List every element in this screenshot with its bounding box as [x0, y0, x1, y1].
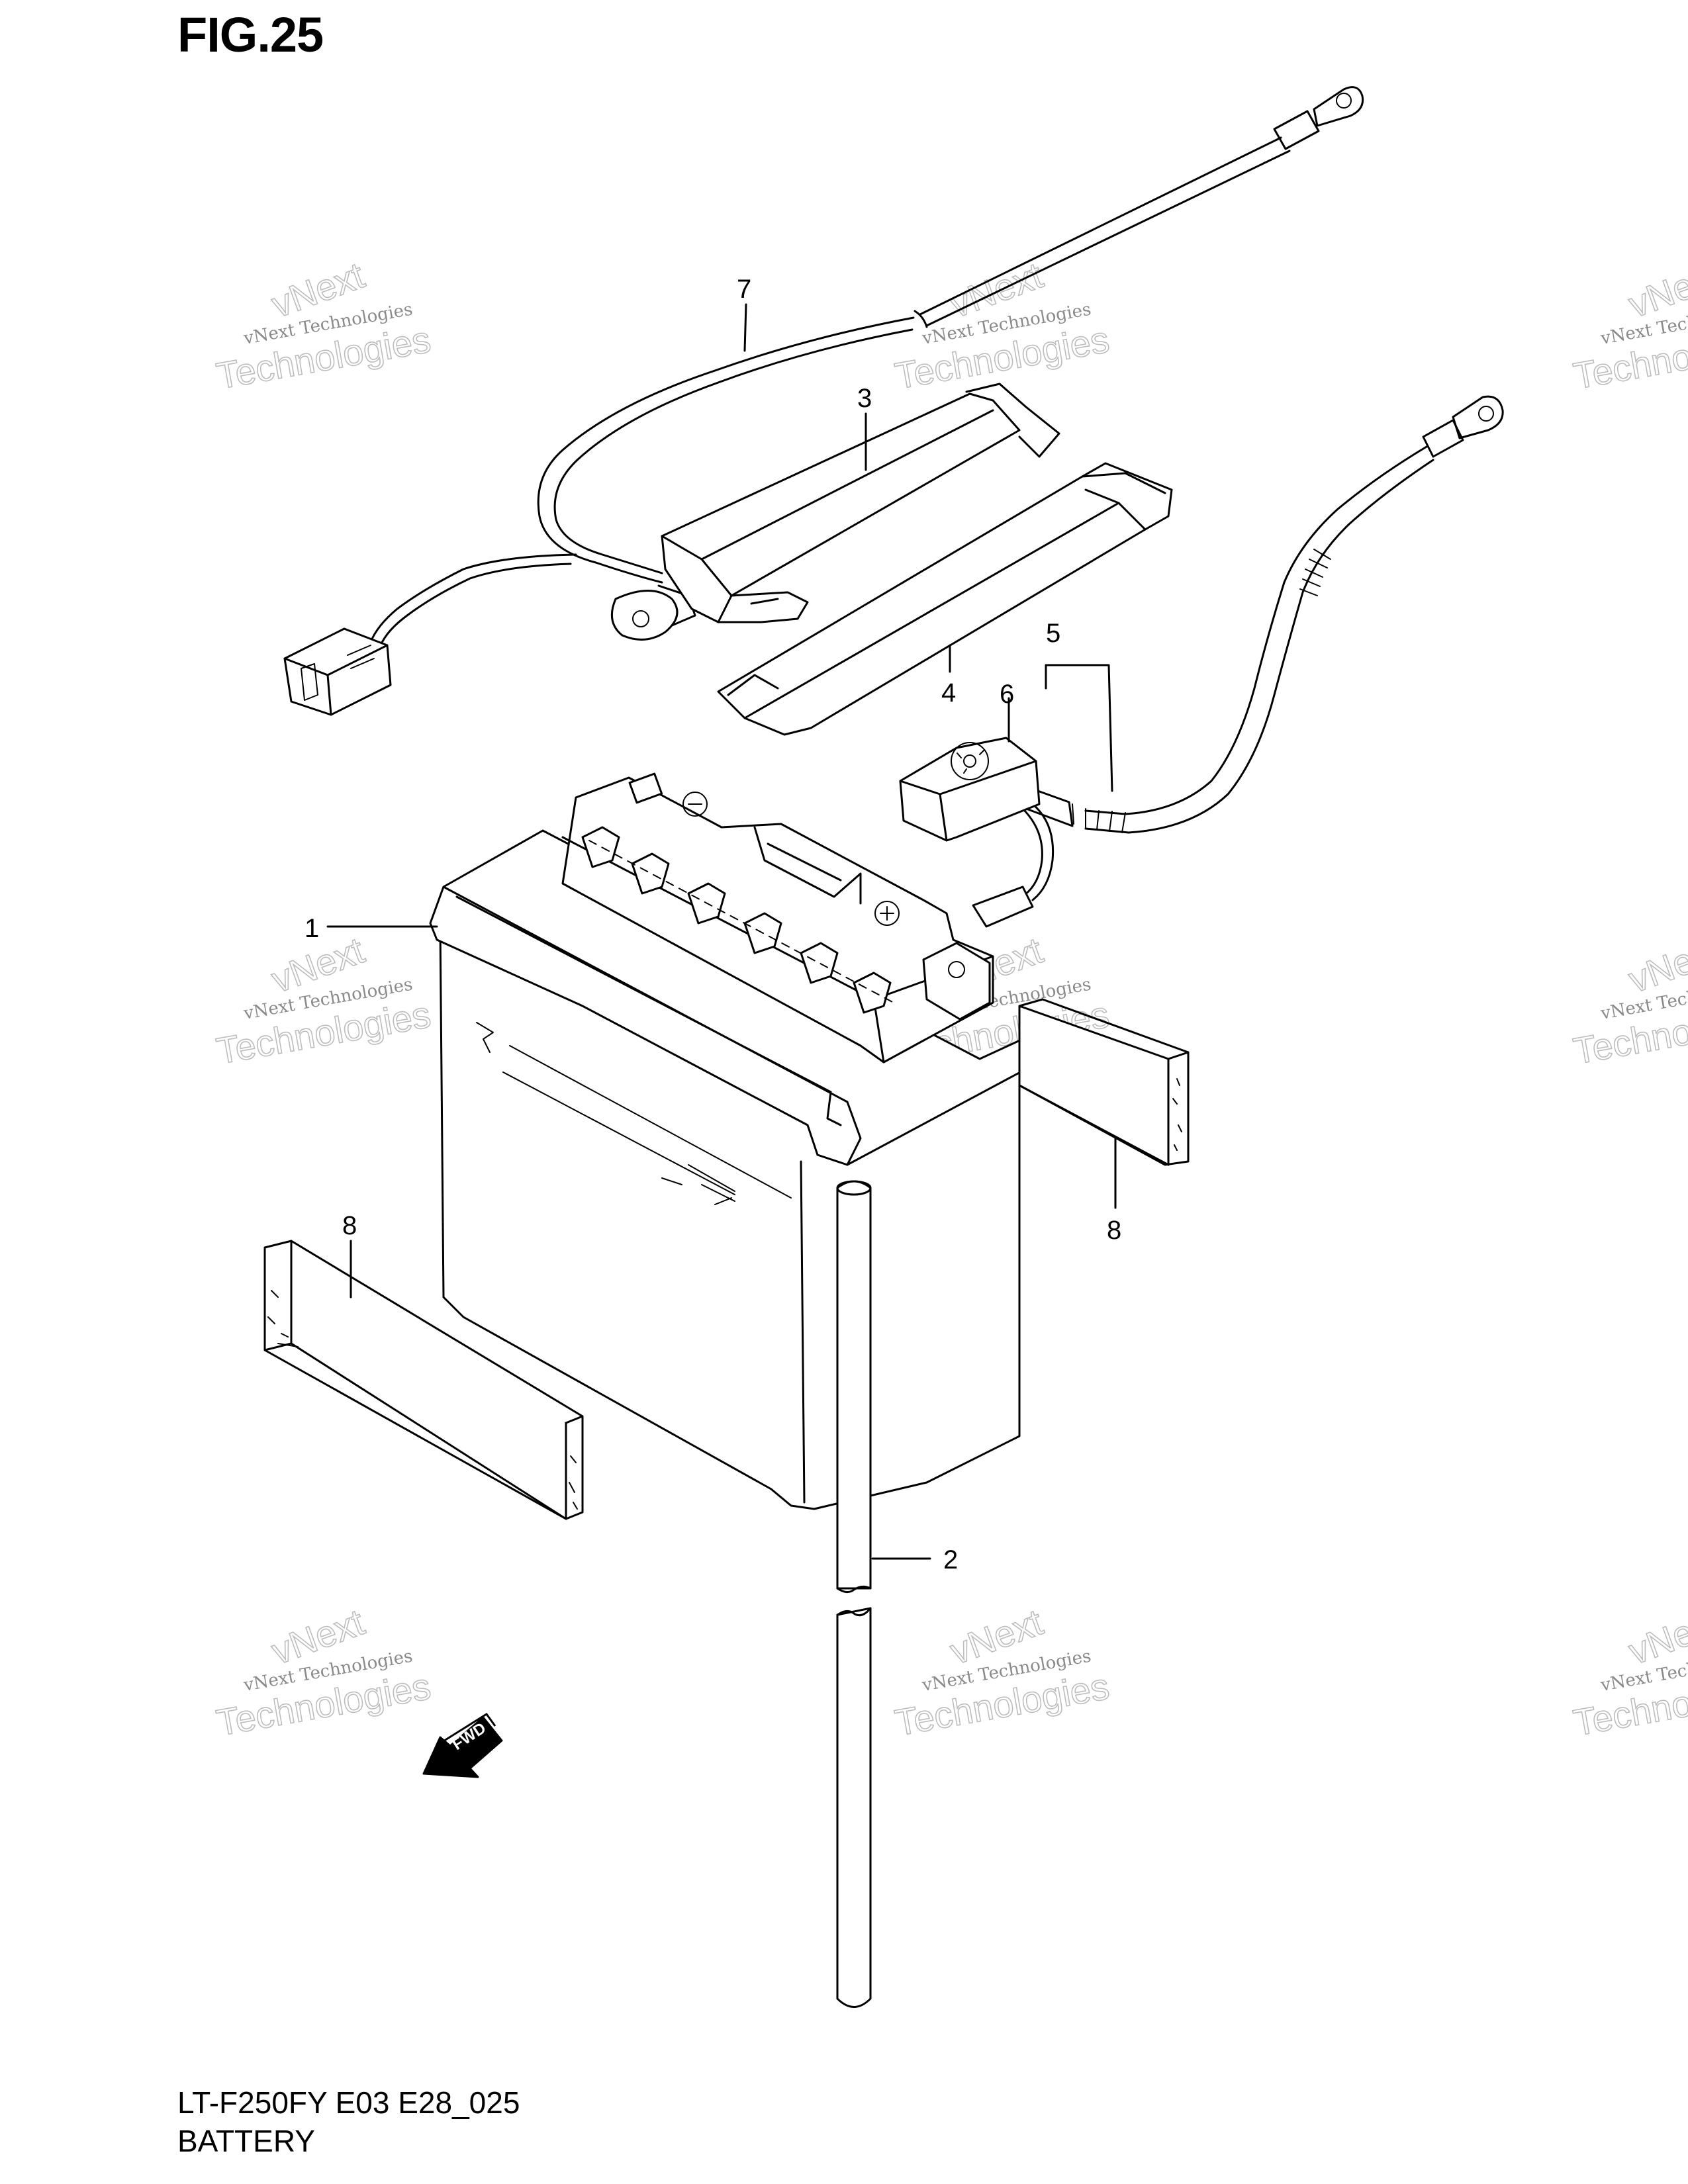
callout-6: 6: [1000, 680, 1014, 709]
part-8-pad-left: [263, 1240, 584, 1520]
watermark: vNext Technologies Technologies vNext: [892, 1600, 1113, 1745]
callout-7: 7: [737, 275, 751, 304]
callout-1: 1: [305, 914, 319, 943]
model-code: LT-F250FY E03 E28_025: [177, 2085, 520, 2120]
part-4-battery-strap: [717, 462, 1173, 736]
section-name: BATTERY: [177, 2124, 315, 2158]
part-2-breather-hose: [836, 1180, 872, 2008]
fwd-arrow: FWD: [422, 1712, 503, 1778]
part-7-negative-cable: [283, 86, 1364, 716]
part-1-battery: [429, 772, 1034, 1510]
callout-8-right: 8: [1107, 1216, 1121, 1245]
part-8-pad-right: [1018, 998, 1190, 1166]
callout-2: 2: [943, 1545, 958, 1574]
watermark: vNext Technologies Technologies vNext: [213, 929, 434, 1073]
watermark: vNext Technologies Technologies vNext: [213, 253, 434, 398]
part-3-battery-strap: [661, 383, 1060, 623]
callout-labels: 7 3 4 5 6 1 2 8 8: [305, 275, 1121, 1574]
callout-3: 3: [857, 384, 872, 413]
watermark: vNext Technologies Technologies vNext: [1570, 253, 1688, 398]
figure-title: FIG.25: [177, 7, 324, 62]
leader-lines: [326, 303, 1117, 1560]
watermark: vNext Technologies Technologies vNext: [892, 253, 1113, 398]
part-6-terminal-cover: [899, 737, 1041, 842]
callout-4: 4: [941, 678, 956, 707]
callout-8-left: 8: [342, 1211, 357, 1240]
watermark: vNext Technologies Technologies vNext: [1570, 929, 1688, 1073]
leader-5: [1045, 664, 1113, 792]
watermark: vNext Technologies Technologies vNext: [213, 1600, 434, 1745]
callout-5: 5: [1046, 619, 1060, 648]
watermark: vNext Technologies Technologies vNext: [1570, 1600, 1688, 1745]
leader-7: [743, 303, 747, 352]
part-5-positive-cable: [972, 395, 1504, 928]
